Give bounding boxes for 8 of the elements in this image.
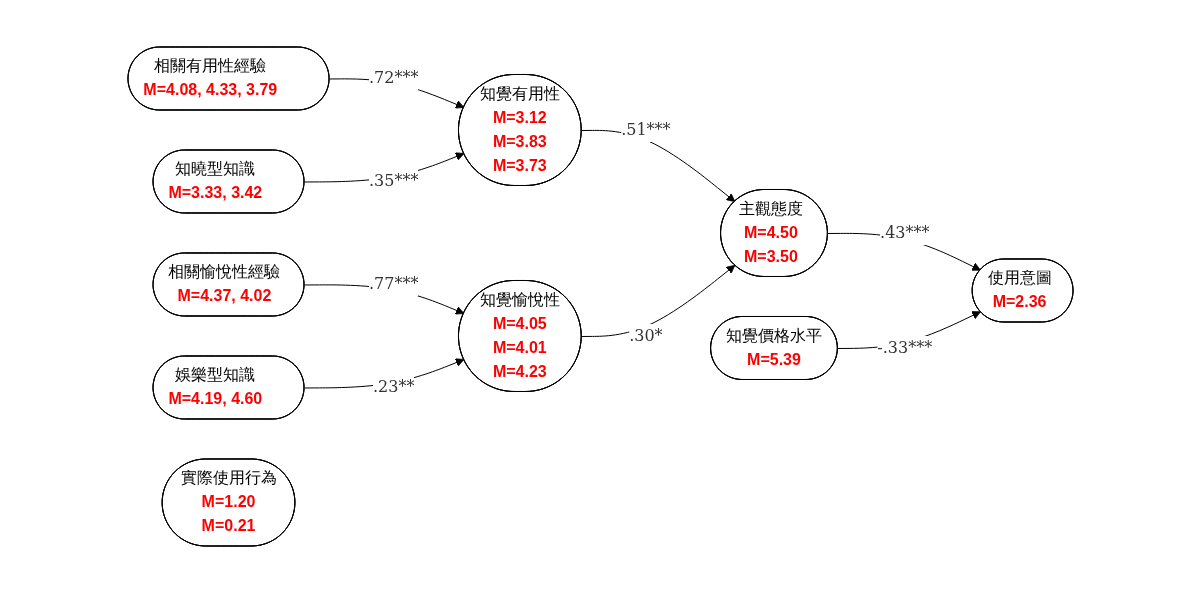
edge-label: .51***: [621, 119, 672, 139]
edge-label: -.33***: [877, 337, 933, 357]
edge-label: .23**: [373, 376, 415, 396]
edge-label: .72***: [369, 68, 419, 87]
edge-label: .77***: [369, 273, 419, 293]
edge-label: .43***: [880, 222, 930, 242]
edge-label: .30*: [629, 325, 664, 345]
edge-label: .35***: [369, 171, 419, 190]
